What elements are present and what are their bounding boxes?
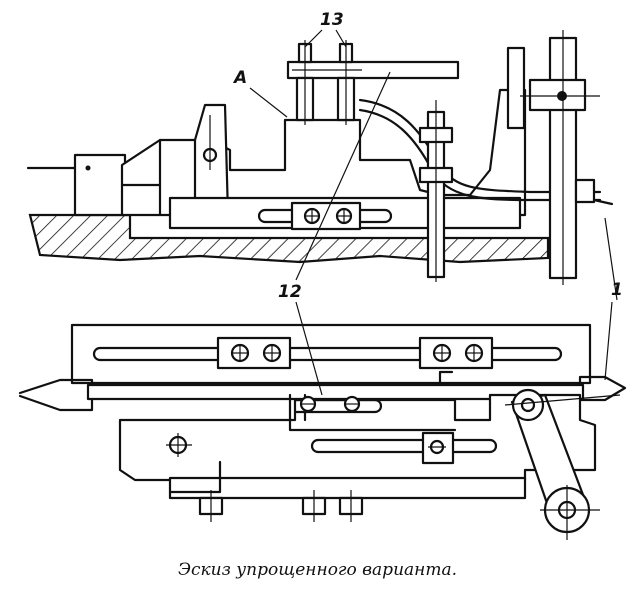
right-post <box>506 46 526 130</box>
bottom-rail <box>168 476 527 500</box>
callout-A: A <box>234 68 248 88</box>
figure-caption: Эскиз упрощенного варианта. <box>177 560 458 580</box>
left-wire-end <box>18 378 94 412</box>
callout-13: 13 <box>320 10 344 30</box>
hatched-base <box>28 213 550 264</box>
callout-1: 1 <box>611 280 623 300</box>
elevation-view <box>26 30 614 285</box>
left-clamp-block <box>73 153 127 217</box>
plan-view <box>18 323 627 540</box>
top-plate <box>286 60 460 80</box>
leader-lines <box>249 29 618 396</box>
callout-12: 12 <box>278 282 302 302</box>
guide-frame <box>70 323 592 385</box>
vise-body <box>120 88 527 217</box>
